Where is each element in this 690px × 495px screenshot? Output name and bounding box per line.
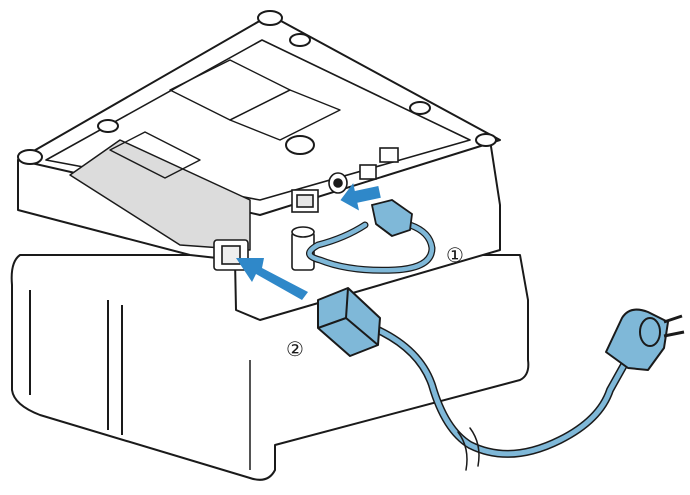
callout-step-2: ②	[286, 337, 304, 361]
usb-port	[359, 164, 377, 180]
rj-port	[379, 147, 399, 163]
schuko-plug-icon	[605, 308, 685, 371]
dc-plug	[370, 199, 413, 238]
iec-connector	[317, 287, 381, 357]
dc-power-cable	[306, 221, 436, 274]
printer-lower-housing	[10, 254, 530, 481]
ac-power-cable	[374, 326, 628, 471]
printer-base-plate	[17, 10, 501, 321]
connector-panel	[213, 147, 399, 271]
arrow-left-icon	[236, 258, 308, 300]
callout-step-1: ①	[446, 243, 464, 267]
arrow-right-icon	[340, 183, 381, 211]
